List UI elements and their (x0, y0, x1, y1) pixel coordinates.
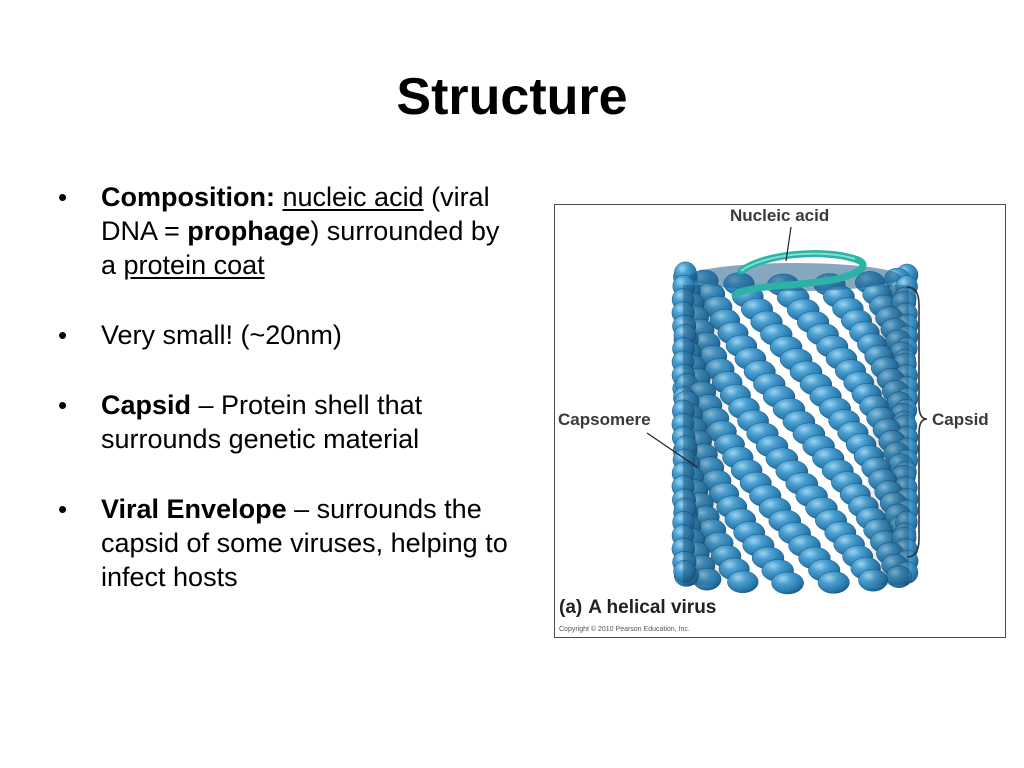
bullet-text: (viral DNA = (101, 182, 490, 246)
bullet-marker: • (58, 320, 68, 350)
nucleic-acid-label: Nucleic acid (730, 206, 830, 225)
capsid-shading (683, 285, 909, 585)
caption-letter: (a) (559, 597, 583, 618)
bullet-text: Very small! (~20nm) (101, 320, 342, 350)
bullet-term: Composition: (101, 182, 275, 212)
bullet-item: • Viral Envelope – surrounds the capsid o… (58, 492, 508, 594)
bullet-term: Viral Envelope (101, 494, 287, 524)
bullet-list: •Composition: nucleic acid (viral DNA = … (58, 180, 508, 630)
nucleic-acid-highlight (740, 252, 856, 272)
bullet-marker: • (58, 182, 68, 212)
bullet-item: • Capsid – Protein shell that surrounds g… (58, 388, 508, 456)
bullet-text (275, 182, 283, 212)
bullet-text: ) surrounded by a (101, 216, 500, 280)
bullet-item: •Composition: nucleic acid (viral DNA = … (58, 180, 508, 282)
copyright-notice: Copyright © 2010 Pearson Education, Inc. (559, 626, 690, 633)
bullet-term: prophage (187, 216, 311, 246)
helical-virus-figure: Nucleic acid Capsomere Capsid (a)A helic… (554, 204, 1006, 638)
capsomere-leader (646, 432, 698, 468)
bullet-marker: • (58, 390, 68, 420)
capsid-label: Capsid (932, 410, 989, 429)
bullet-text: – surrounds the capsid of some viruses, … (101, 494, 508, 592)
bullet-item: • Very small! (~20nm) (58, 318, 508, 352)
bullet-text: – Protein shell that surrounds genetic m… (101, 390, 423, 454)
slide-title: Structure (396, 68, 628, 126)
figure-caption: (a)A helical virus (559, 597, 716, 619)
caption-text: A helical virus (588, 597, 717, 618)
bullet-term: Capsid (101, 390, 192, 420)
bullet-marker: • (58, 494, 68, 524)
capsid-bracket (906, 286, 928, 558)
bullet-underlined-text: protein coat (123, 250, 265, 280)
nucleic-acid-leader (785, 226, 792, 262)
capsomere-label: Capsomere (558, 410, 651, 429)
bullet-underlined-text: nucleic acid (282, 182, 424, 212)
helical-virus-illustration (646, 226, 928, 595)
